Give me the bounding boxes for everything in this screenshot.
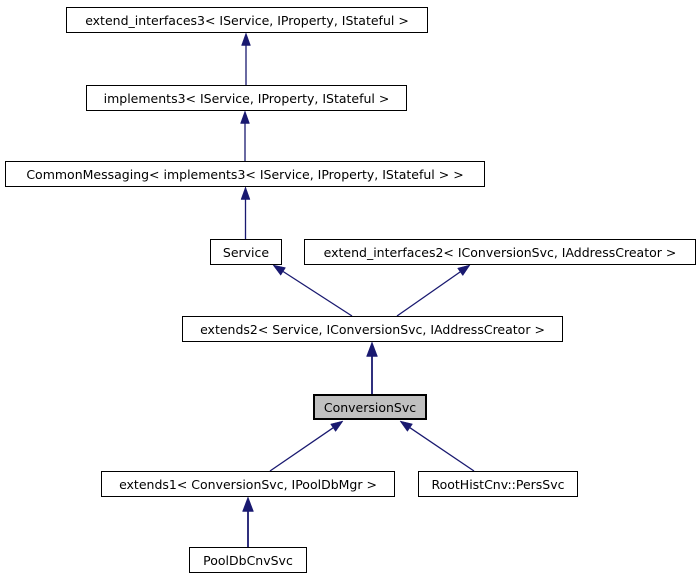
- node-conversion-svc[interactable]: ConversionSvc: [313, 394, 427, 420]
- node-service[interactable]: Service: [210, 239, 282, 265]
- edge-extends2-to-extend-interfaces2: [396, 264, 471, 317]
- arrowhead-icon: [330, 420, 344, 432]
- node-label: extends2< Service, IConversionSvc, IAddr…: [200, 321, 545, 337]
- edge-conversion-svc-to-extends2: [366, 341, 378, 394]
- node-extends1[interactable]: extends1< ConversionSvc, IPoolDbMgr >: [101, 471, 395, 497]
- edge-service-to-common-messaging: [240, 186, 251, 239]
- arrowhead-icon: [457, 264, 471, 277]
- node-label: CommonMessaging< implements3< IService, …: [26, 166, 464, 182]
- node-root-hist-cnv-pers-svc[interactable]: RootHistCnv::PersSvc: [418, 471, 578, 497]
- edge-common-messaging-to-implements3: [240, 110, 250, 161]
- edge-root-hist-cnv-pers-svc-to-conversion-svc: [399, 420, 475, 472]
- edge-extends1-to-conversion-svc: [269, 420, 344, 472]
- node-label: extend_interfaces2< IConversionSvc, IAdd…: [323, 244, 677, 260]
- edge-extends2-to-service: [272, 264, 353, 317]
- edge-pool-db-cnv-svc-to-extends1: [242, 496, 254, 547]
- arrowhead-icon: [242, 496, 254, 512]
- node-label: PoolDbCnvSvc: [203, 552, 293, 568]
- node-label: extends1< ConversionSvc, IPoolDbMgr >: [119, 476, 377, 492]
- arrowhead-icon: [241, 32, 251, 46]
- arrowhead-icon: [272, 264, 286, 276]
- node-label: implements3< IService, IProperty, IState…: [103, 90, 390, 106]
- arrowhead-icon: [240, 110, 250, 124]
- arrowhead-icon: [399, 420, 413, 432]
- node-label: ConversionSvc: [323, 399, 417, 415]
- node-label: Service: [222, 244, 270, 260]
- node-extend-interfaces2[interactable]: extend_interfaces2< IConversionSvc, IAdd…: [304, 239, 696, 265]
- node-implements3[interactable]: implements3< IService, IProperty, IState…: [86, 85, 407, 111]
- node-extend-interfaces3[interactable]: extend_interfaces3< IService, IProperty,…: [66, 7, 428, 33]
- node-common-messaging[interactable]: CommonMessaging< implements3< IService, …: [5, 161, 485, 187]
- node-label: extend_interfaces3< IService, IProperty,…: [85, 12, 409, 28]
- node-label: RootHistCnv::PersSvc: [431, 476, 565, 492]
- node-extends2[interactable]: extends2< Service, IConversionSvc, IAddr…: [182, 316, 563, 342]
- arrowhead-icon: [366, 341, 378, 357]
- edge-implements3-to-extend-interfaces3: [241, 32, 251, 85]
- node-pool-db-cnv-svc[interactable]: PoolDbCnvSvc: [189, 547, 307, 573]
- arrowhead-icon: [240, 186, 251, 200]
